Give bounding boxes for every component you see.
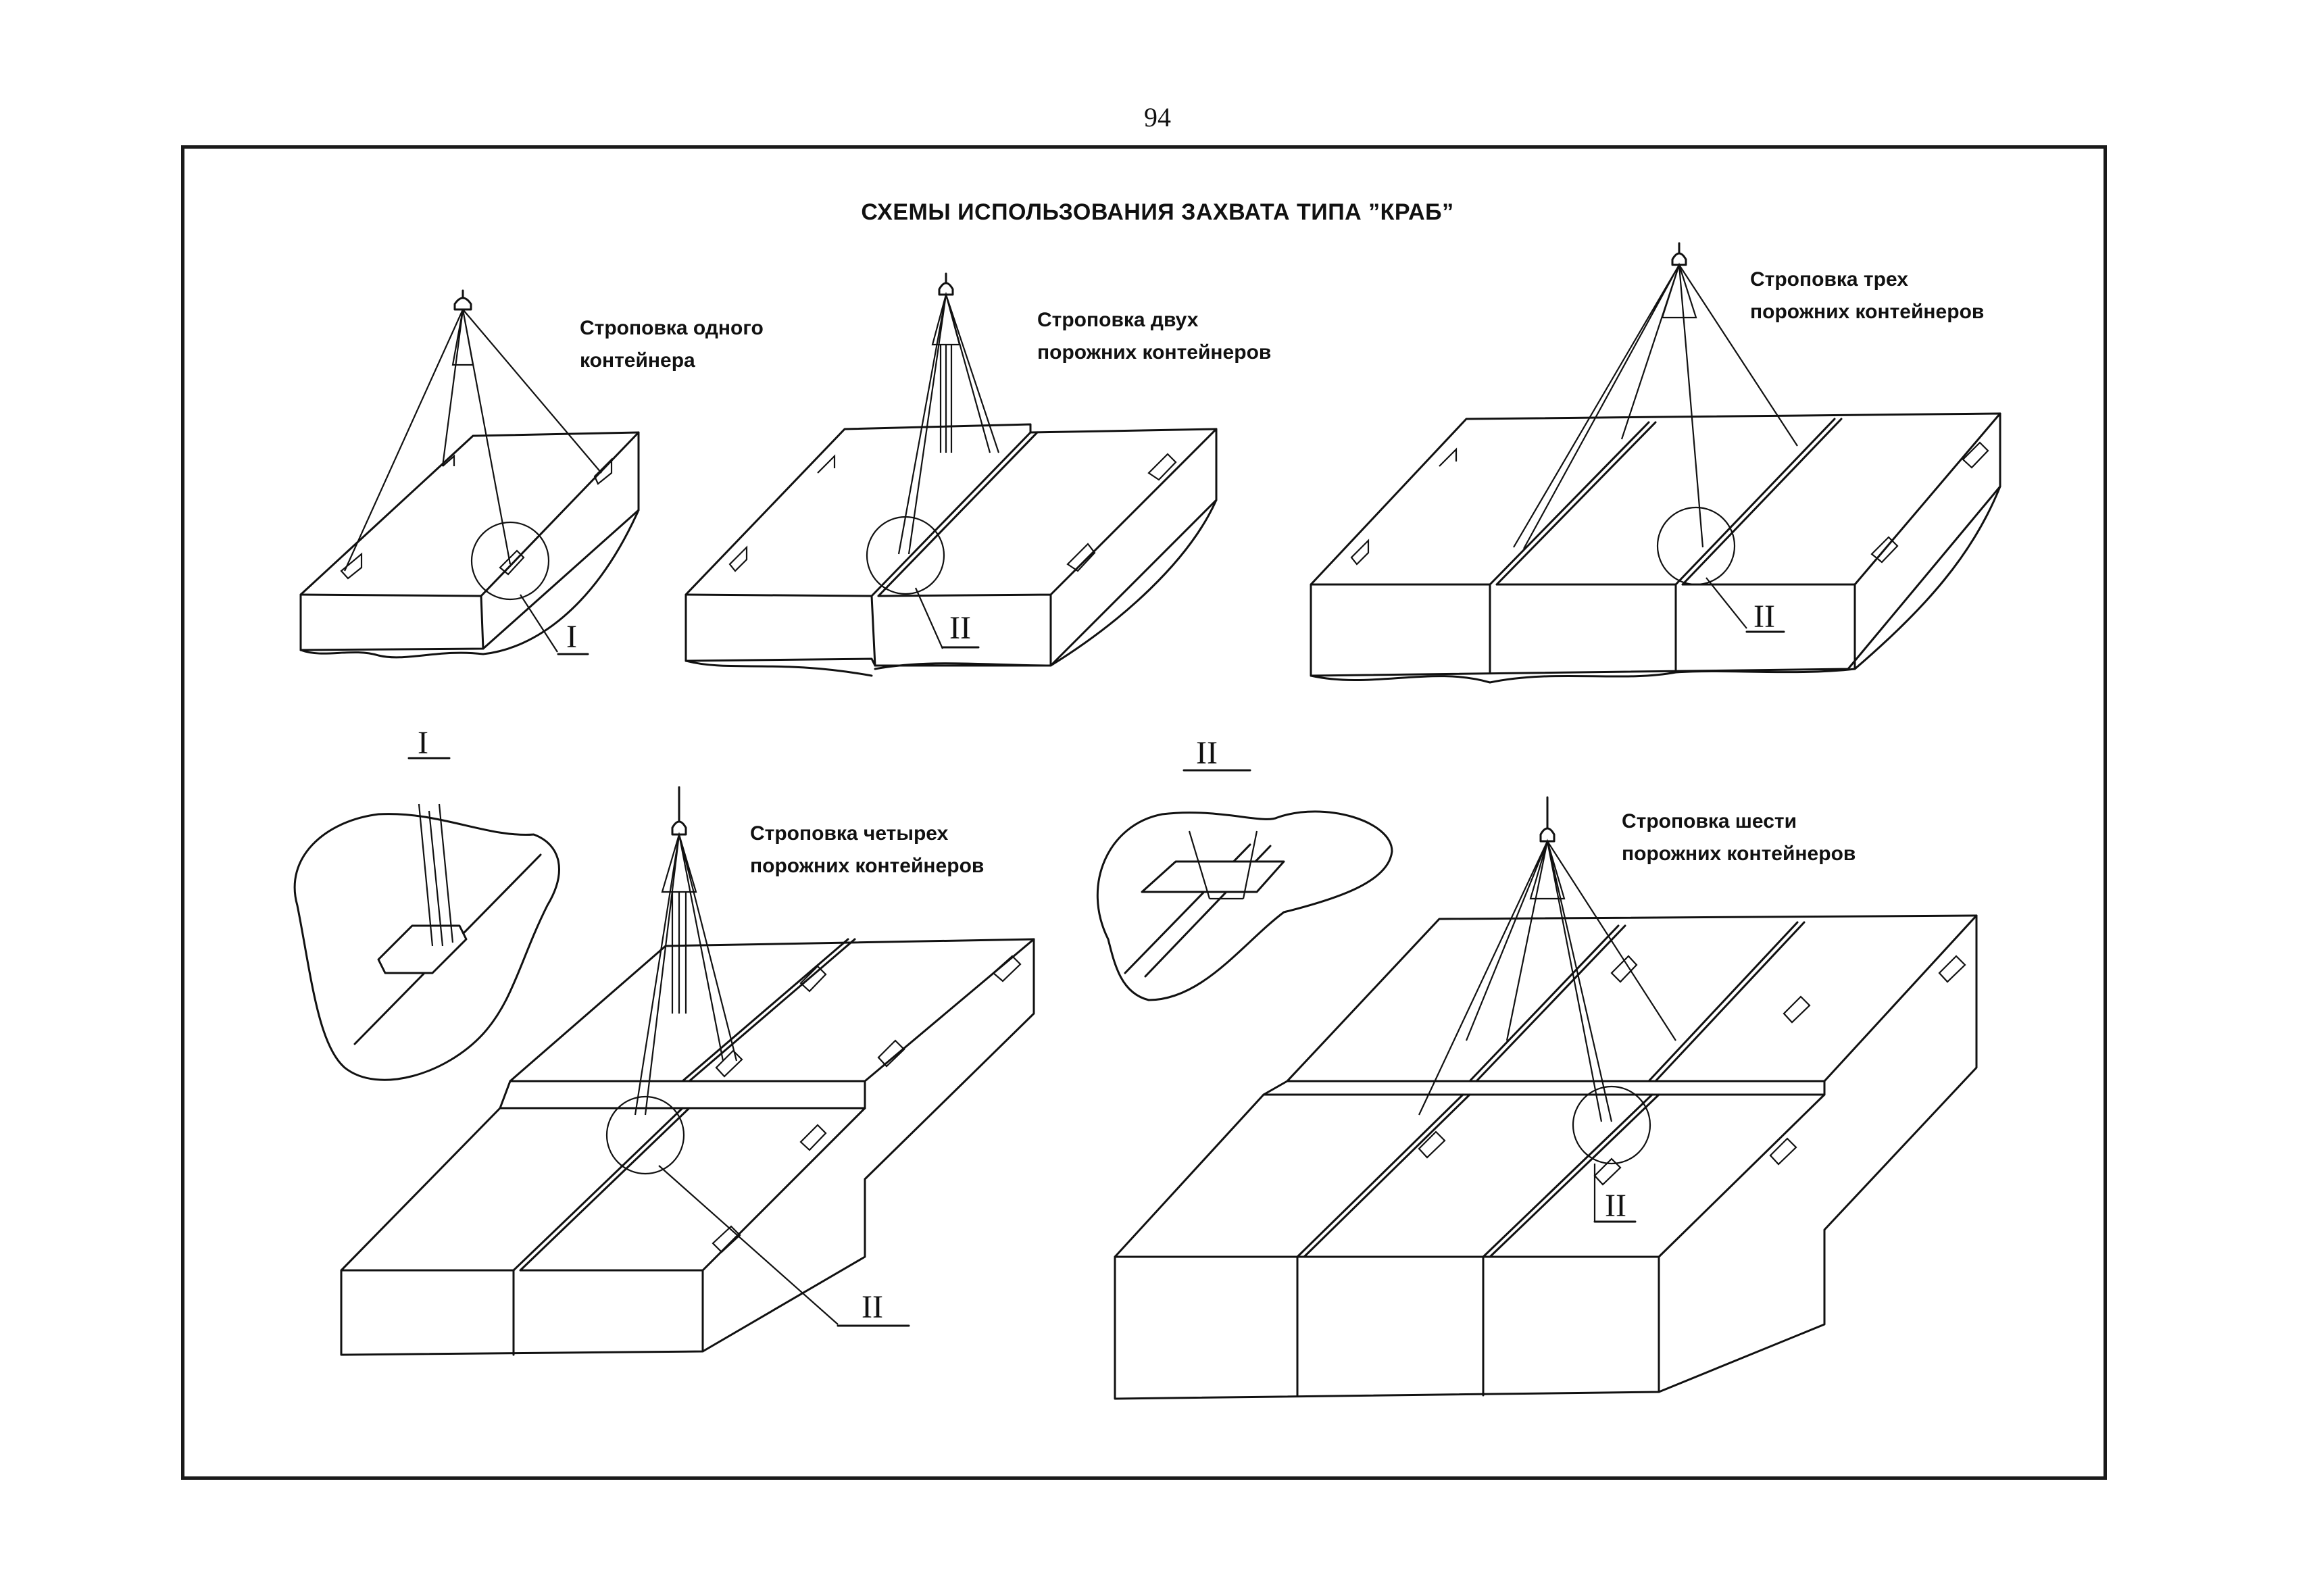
diagram-title: СХЕМЫ ИСПОЛЬЗОВАНИЯ ЗАХВАТА ТИПА ”КРАБ” [861, 199, 1454, 225]
scheme-one-container: I [301, 291, 639, 657]
detail-marker-2a: II [949, 610, 971, 646]
detail-title-2: II [1196, 735, 1218, 771]
detail-marker-2b: II [1753, 599, 1775, 634]
diagram-frame [181, 145, 2107, 1480]
detail-title-1: I [418, 725, 428, 761]
scheme-six-containers: II [1115, 797, 1976, 1399]
page-number: 94 [1144, 102, 1171, 132]
scheme-two-containers: II [686, 274, 1216, 676]
detail-view-1: I [295, 725, 559, 1080]
detail-marker-2c: II [862, 1289, 883, 1325]
scheme-three-containers: II [1311, 243, 2000, 682]
scheme-four-containers: II [341, 787, 1034, 1355]
detail-marker-1: I [566, 619, 577, 655]
detail-marker-2d: II [1605, 1188, 1626, 1224]
detail-view-2: II [1097, 735, 1392, 1000]
